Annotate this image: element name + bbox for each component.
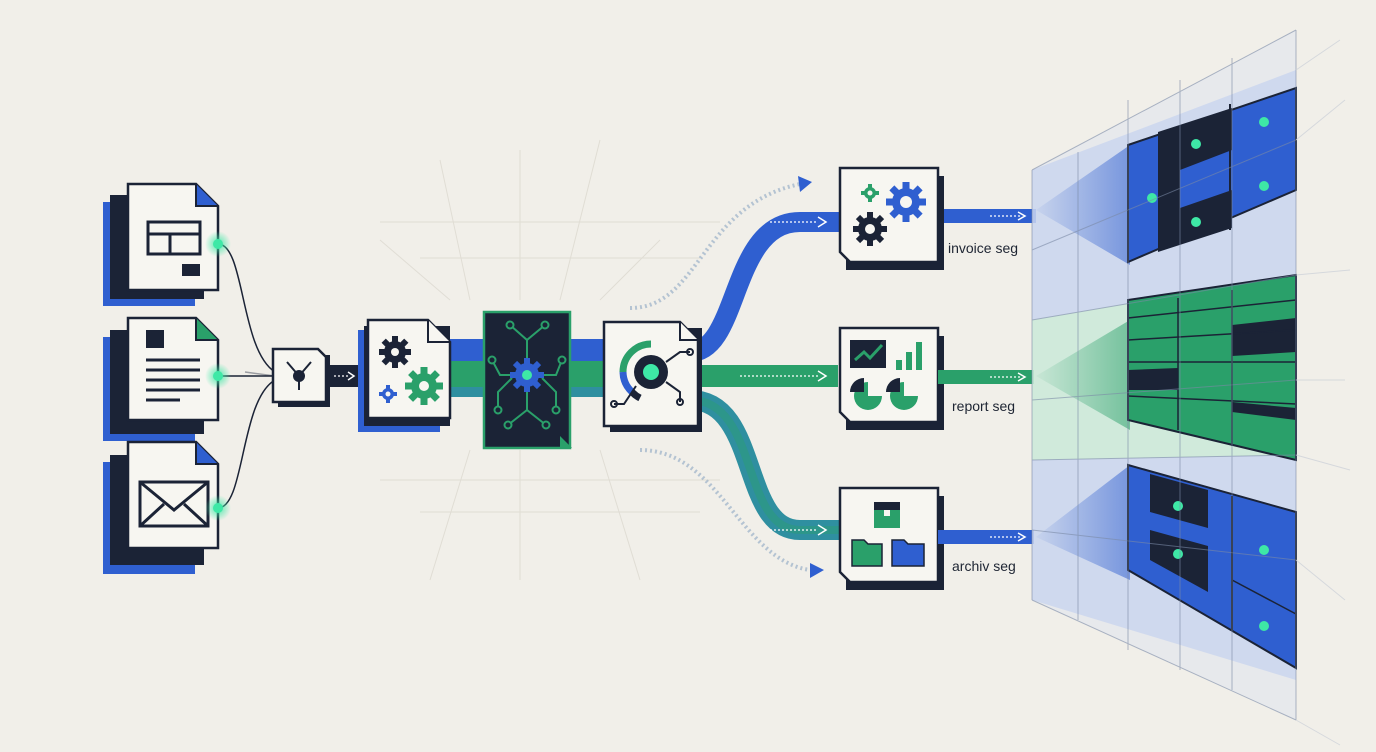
segment-wall: [1031, 29, 1351, 746]
background-grid: [379, 139, 720, 581]
layout-document-icon: [146, 220, 202, 276]
classifier-node[interactable]: [602, 320, 702, 432]
gears-output-icon: [853, 182, 926, 246]
router-arrow: [328, 365, 360, 387]
source-glow-nodes: [205, 231, 231, 521]
processor-gear-icon: [510, 358, 544, 392]
router-node[interactable]: [271, 347, 330, 407]
source-text-document[interactable]: [103, 316, 220, 441]
folder-archive-icon: [851, 502, 925, 567]
invoice-segment-label: invoice seg: [948, 240, 1019, 256]
branch-paths: [629, 182, 840, 572]
output-report-node[interactable]: [838, 326, 944, 430]
text-document-icon: [146, 330, 200, 402]
report-segment-label: report seg: [952, 398, 1016, 414]
archive-segment-label: archiv seg: [952, 558, 1016, 574]
output-invoice-node[interactable]: [838, 166, 944, 270]
gears-document-icon: [379, 336, 443, 405]
output-archive-node[interactable]: [838, 486, 944, 590]
split-router-icon: [286, 361, 312, 390]
segment-connectors: [938, 209, 1036, 544]
ai-processor-node[interactable]: [482, 310, 572, 450]
branch-arrows: [740, 176, 828, 578]
source-email-document[interactable]: [103, 440, 220, 574]
chart-output-icon: [850, 340, 922, 410]
source-layout-document[interactable]: [103, 182, 220, 306]
classifier-dial-icon: [610, 340, 694, 408]
gears-document-node[interactable]: [358, 318, 452, 432]
